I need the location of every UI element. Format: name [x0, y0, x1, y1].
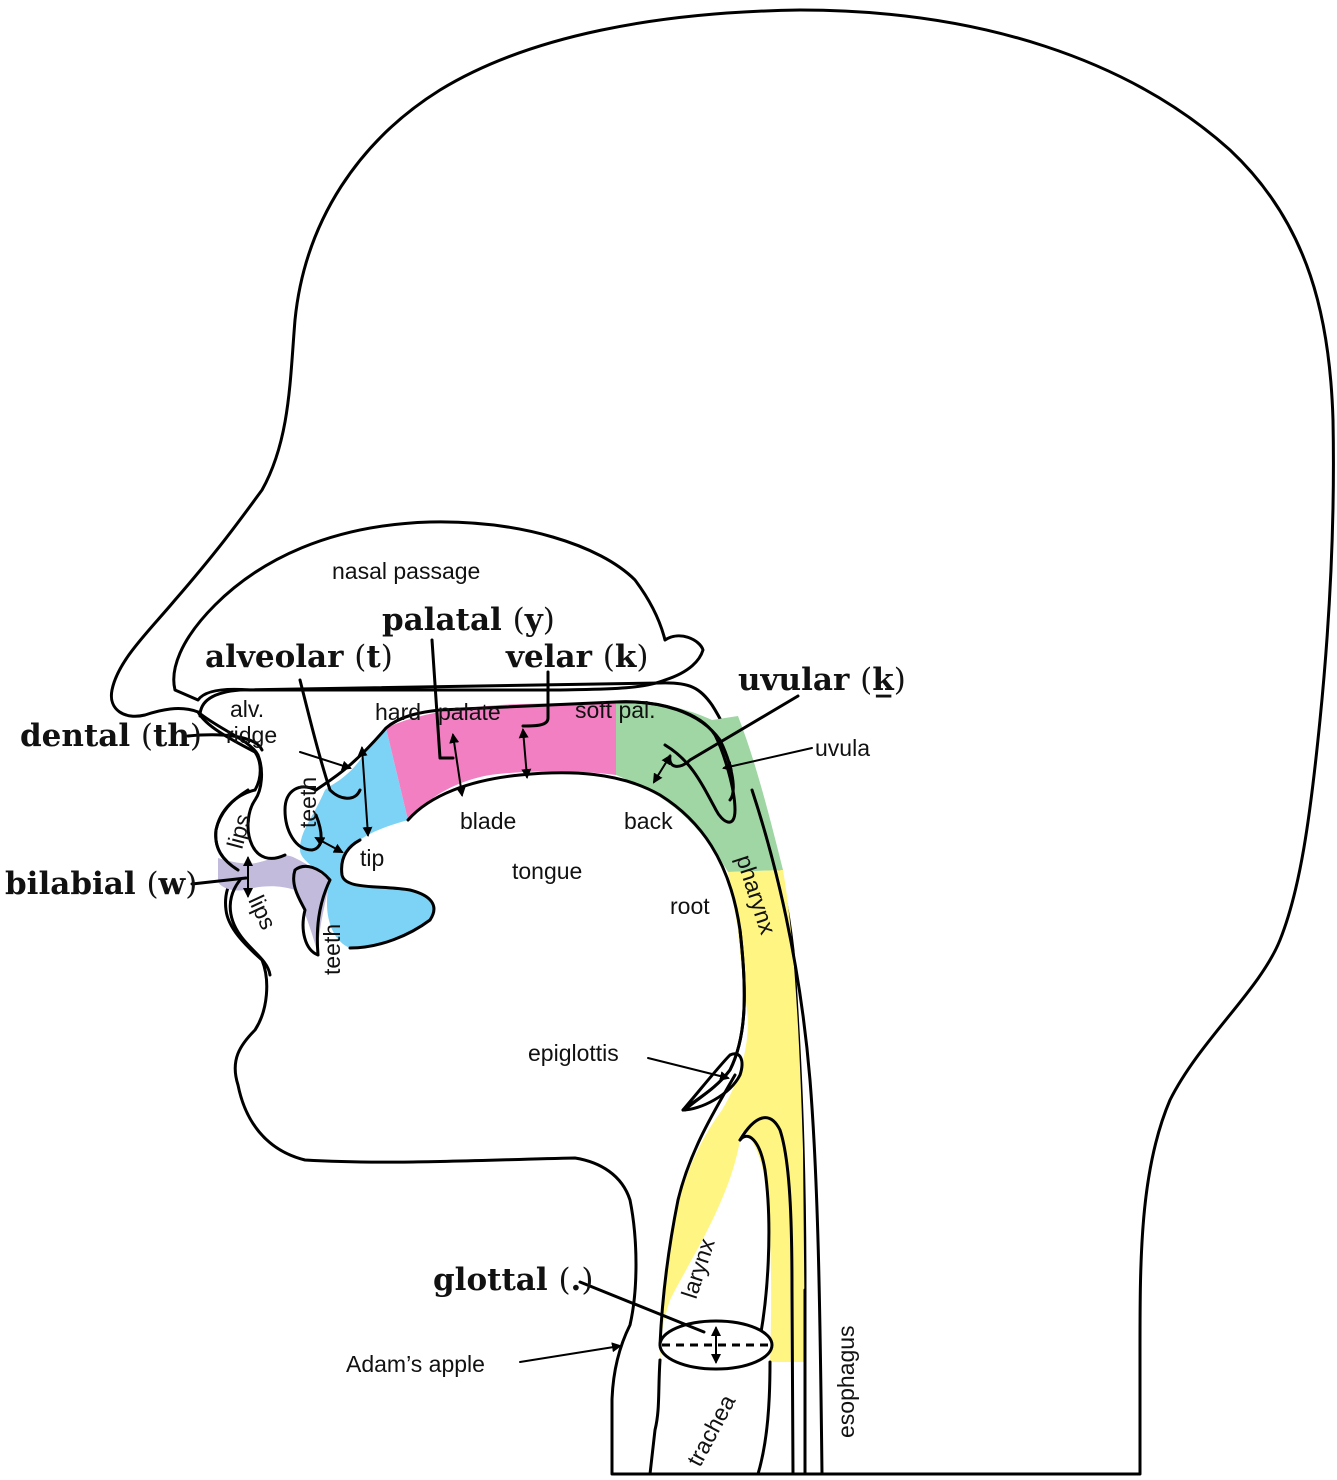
adams-apple-pointer — [520, 1346, 620, 1362]
label-uvular: uvular (k̲) — [738, 662, 906, 698]
label-dental: dental (th) — [20, 718, 202, 754]
label-adams-apple: Adam’s apple — [346, 1351, 485, 1377]
label-trachea: trachea — [681, 1390, 740, 1470]
label-alv: alv. — [230, 696, 264, 722]
label-tongue: tongue — [512, 858, 582, 884]
label-nasal-passage: nasal passage — [332, 558, 480, 584]
label-hard: hard — [375, 699, 421, 725]
label-soft-pal: soft pal. — [575, 697, 656, 723]
label-back: back — [624, 808, 673, 834]
label-teeth-lower: teeth — [319, 924, 345, 975]
label-teeth-upper: teeth — [295, 777, 321, 828]
label-ridge: ridge — [226, 722, 277, 748]
trachea-back — [758, 1362, 770, 1474]
label-epiglottis: epiglottis — [528, 1040, 619, 1066]
trachea-front — [650, 1360, 660, 1474]
label-palatal: palatal (y) — [382, 602, 555, 638]
label-tip: tip — [360, 845, 384, 871]
label-uvula: uvula — [815, 735, 870, 761]
label-blade: blade — [460, 808, 516, 834]
label-palate: palate — [438, 699, 501, 725]
label-root: root — [670, 893, 710, 919]
label-glottal: glottal (.) — [433, 1262, 593, 1298]
label-lips-lower: lips — [243, 891, 281, 933]
label-velar: velar (k) — [505, 639, 648, 675]
label-bilabial: bilabial (w) — [5, 866, 197, 902]
label-esophagus: esophagus — [833, 1325, 859, 1438]
label-alveolar: alveolar (t) — [205, 639, 393, 675]
epiglottis-pointer — [648, 1058, 728, 1078]
alv-ridge-pointer — [300, 752, 350, 768]
